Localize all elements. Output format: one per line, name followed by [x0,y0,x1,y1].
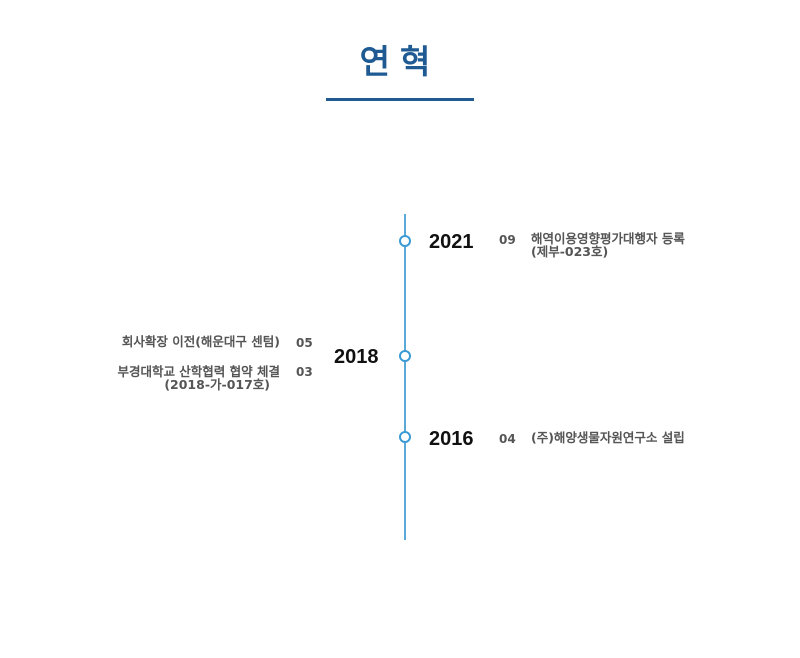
event-title: 해역이용영향평가대행자 등록 [531,231,685,246]
event-title: 회사확장 이전(해운대구 센텀) [121,334,280,349]
page-title: 연혁 [359,42,441,81]
timeline-dot-2018 [399,350,411,362]
timeline-dot-2021 [399,235,411,247]
event-subtext: (제부-023호) [531,244,609,259]
event-month: 05 [296,336,313,350]
year-2018: 2018 [334,346,379,368]
event-text: 부경대학교 산학협력 협약 체결 (2018-가-017호) [117,365,280,391]
event-subtext: (2018-가-017호) [164,377,270,392]
title-underline [326,98,474,101]
event-title: (주)해양생물자원연구소 설립 [531,430,685,445]
event-text: 해역이용영향평가대행자 등록 (제부-023호) [531,232,685,258]
event-month: 04 [499,432,516,446]
timeline-dot-2016 [399,431,411,443]
event-text: (주)해양생물자원연구소 설립 [531,431,685,444]
event-month: 09 [499,233,516,247]
event-text: 회사확장 이전(해운대구 센텀) [122,335,280,348]
year-2021: 2021 [429,231,474,253]
event-title: 부경대학교 산학협력 협약 체결 [117,364,280,379]
year-2016: 2016 [429,428,474,450]
timeline-line [404,214,406,540]
event-month: 03 [296,365,313,379]
